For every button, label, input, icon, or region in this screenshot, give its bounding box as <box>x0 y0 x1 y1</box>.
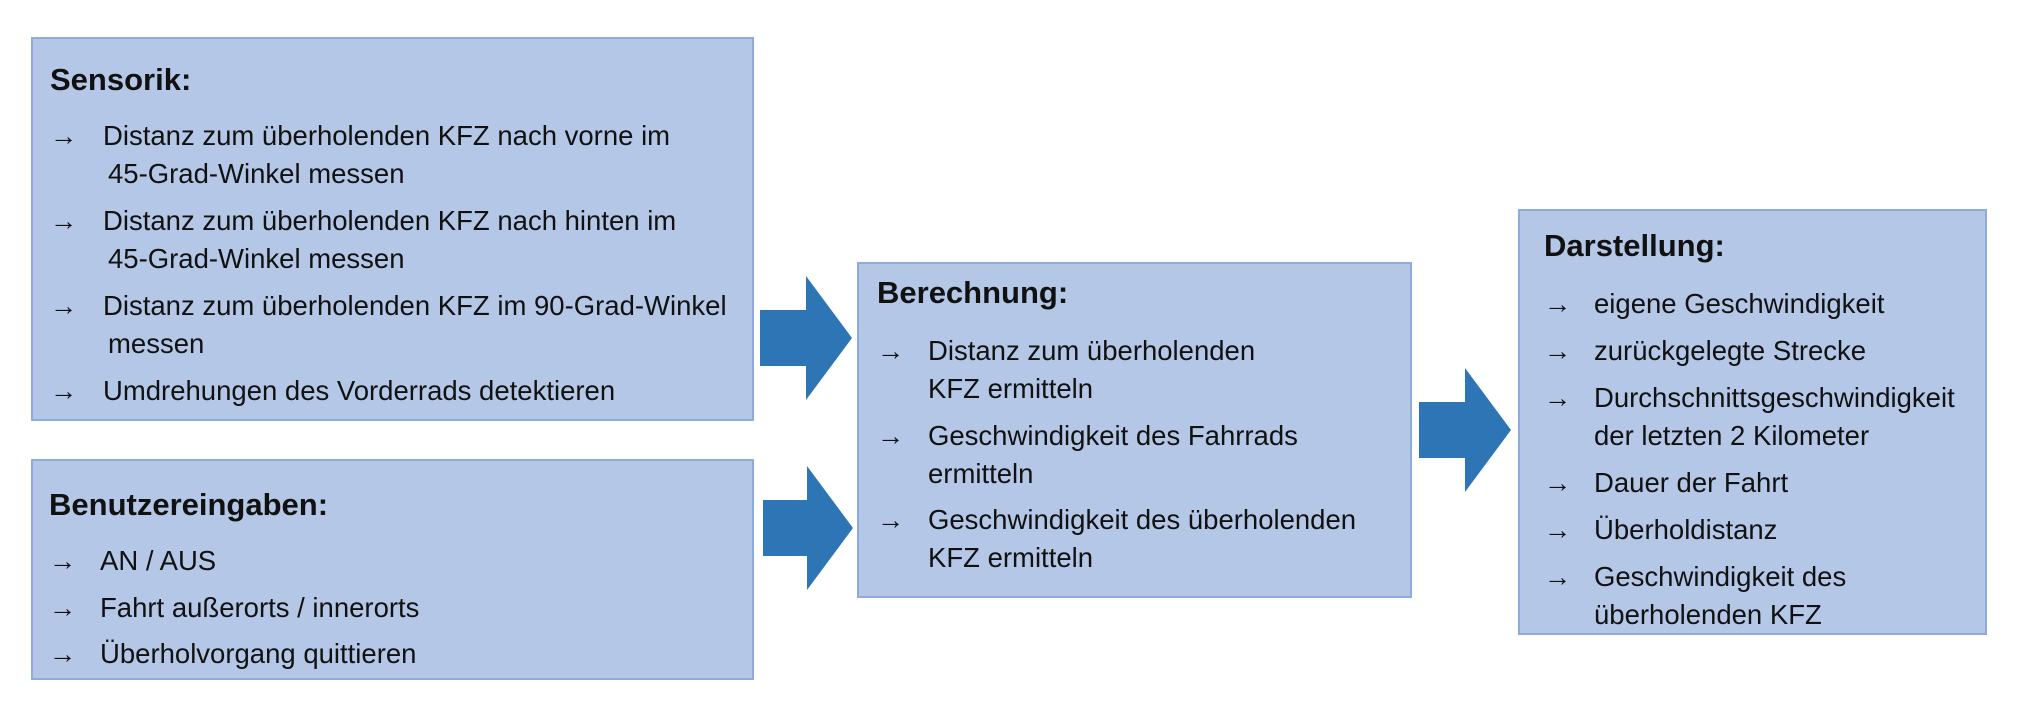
list-item: → Distanz zum überholenden KFZ nach hint… <box>50 202 750 282</box>
list-item: → Distanz zum überholenden KFZ im 90-Gra… <box>50 287 750 367</box>
list-item: → Geschwindigkeit des Fahrrads ermitteln <box>877 417 1407 497</box>
item-line: AN / AUS <box>100 545 217 576</box>
item-line: messen <box>108 328 205 359</box>
block-arrow-icon <box>1419 368 1511 492</box>
block-arrow-icon <box>760 276 852 400</box>
item-line: Distanz zum überholenden <box>928 335 1256 366</box>
sensorik-title: Sensorik: <box>50 62 192 97</box>
list-item: → eigene Geschwindigkeit <box>1544 285 1984 325</box>
item-line: überholenden KFZ <box>1594 599 1822 630</box>
item-line: Dauer der Fahrt <box>1594 467 1789 498</box>
right-arrow-icon: → <box>1544 335 1572 366</box>
sensorik-box: Sensorik: → Distanz zum überholenden KFZ… <box>31 37 754 421</box>
item-line: Umdrehungen des Vorderrads detektieren <box>103 375 616 406</box>
right-arrow-icon: → <box>50 120 78 151</box>
item-line: Überholvorgang quittieren <box>100 638 417 669</box>
item-line: Geschwindigkeit des <box>1594 561 1847 592</box>
right-arrow-icon: → <box>1544 288 1572 319</box>
item-line: Geschwindigkeit des überholenden <box>928 504 1357 535</box>
item-line: Geschwindigkeit des Fahrrads <box>928 420 1298 451</box>
list-item: → Geschwindigkeit des überholenden KFZ e… <box>877 501 1407 581</box>
item-line: Durchschnittsgeschwindigkeit <box>1594 382 1955 413</box>
right-arrow-icon: → <box>1544 561 1572 592</box>
right-arrow-icon: → <box>49 545 77 576</box>
right-arrow-icon: → <box>50 375 78 406</box>
list-item: → Geschwindigkeit des überholenden KFZ <box>1544 558 1984 638</box>
berechnung-title: Berechnung: <box>877 275 1069 310</box>
item-line: ermitteln <box>928 458 1034 489</box>
list-item: → Dauer der Fahrt <box>1544 464 1984 504</box>
item-line: zurückgelegte Strecke <box>1594 335 1867 366</box>
darstellung-title: Darstellung: <box>1544 228 1725 263</box>
item-line: Distanz zum überholenden KFZ im 90-Grad-… <box>103 290 727 321</box>
item-line: KFZ ermitteln <box>928 542 1094 573</box>
item-line: Distanz zum überholenden KFZ nach vorne … <box>103 120 671 151</box>
list-item: → Distanz zum überholenden KFZ ermitteln <box>877 332 1407 412</box>
right-arrow-icon: → <box>49 638 77 669</box>
item-line: Fahrt außerorts / innerorts <box>100 592 420 623</box>
right-arrow-icon: → <box>1544 467 1572 498</box>
item-line: Distanz zum überholenden KFZ nach hinten… <box>103 205 677 236</box>
berechnung-box: Berechnung: → Distanz zum überholenden K… <box>857 262 1412 598</box>
right-arrow-icon: → <box>877 420 905 451</box>
darstellung-box: Darstellung: → eigene Geschwindigkeit → … <box>1518 209 1987 635</box>
list-item: → Umdrehungen des Vorderrads detektieren <box>50 372 750 412</box>
item-line: 45-Grad-Winkel messen <box>108 158 405 189</box>
item-line: KFZ ermitteln <box>928 373 1094 404</box>
list-item: → Fahrt außerorts / innerorts <box>49 589 749 629</box>
block-arrow-icon <box>763 466 853 590</box>
list-item: → zurückgelegte Strecke <box>1544 332 1984 372</box>
right-arrow-icon: → <box>1544 382 1572 413</box>
right-arrow-icon: → <box>877 504 905 535</box>
right-arrow-icon: → <box>49 592 77 623</box>
item-line: eigene Geschwindigkeit <box>1594 288 1885 319</box>
item-line: der letzten 2 Kilometer <box>1594 420 1870 451</box>
benutzereingaben-title: Benutzereingaben: <box>49 487 329 522</box>
item-line: 45-Grad-Winkel messen <box>108 243 405 274</box>
item-line: Überholdistanz <box>1594 514 1778 545</box>
list-item: → Überholvorgang quittieren <box>49 635 749 675</box>
list-item: → Überholdistanz <box>1544 511 1984 551</box>
right-arrow-icon: → <box>50 290 78 321</box>
right-arrow-icon: → <box>1544 514 1572 545</box>
right-arrow-icon: → <box>50 205 78 236</box>
list-item: → Durchschnittsgeschwindigkeit der letzt… <box>1544 379 1984 459</box>
right-arrow-icon: → <box>877 335 905 366</box>
list-item: → Distanz zum überholenden KFZ nach vorn… <box>50 117 750 197</box>
benutzereingaben-box: Benutzereingaben: → AN / AUS → Fahrt auß… <box>31 459 754 680</box>
list-item: → AN / AUS <box>49 542 749 582</box>
